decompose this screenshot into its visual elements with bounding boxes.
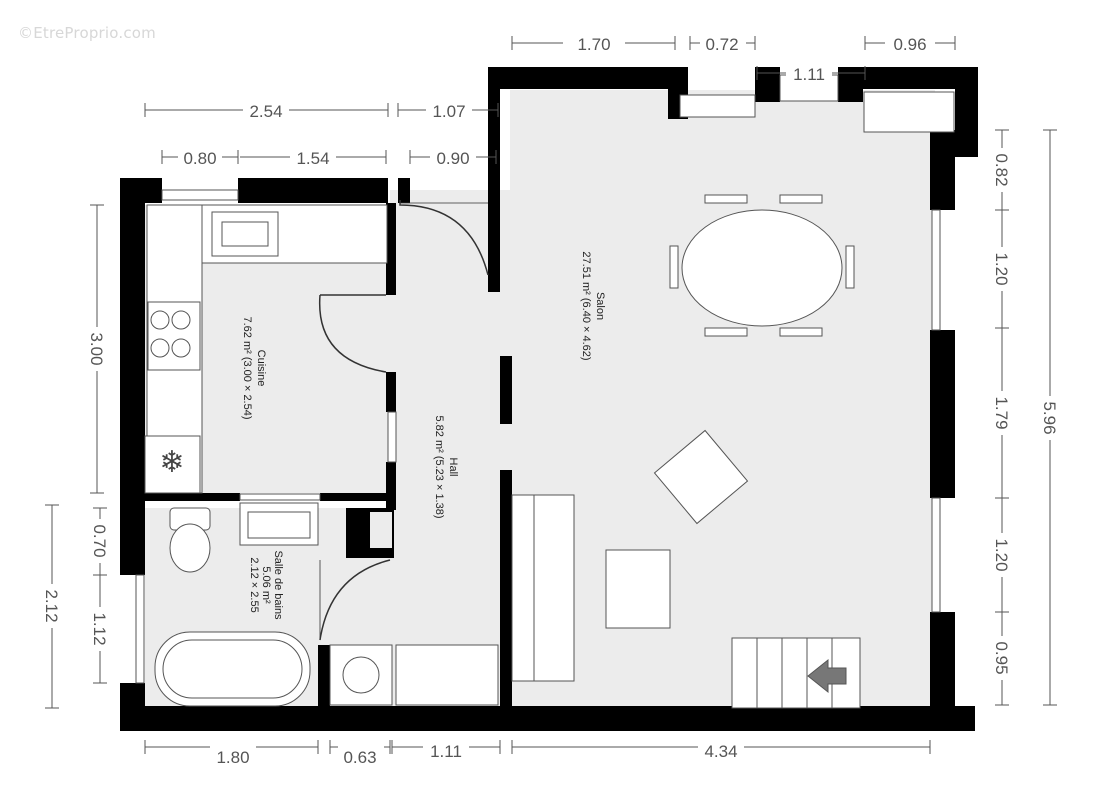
- dim-bottom-063: 0.63: [343, 748, 376, 767]
- bathroom-fixtures: [154, 502, 499, 707]
- windows: [135, 74, 955, 684]
- room-salon-name: Salon: [594, 292, 606, 320]
- watermark: ©EtreProprio.com: [18, 24, 156, 42]
- dim-right-082: 0.82: [992, 153, 1011, 186]
- dim-bottom-111: 1.11: [430, 742, 462, 761]
- room-cuisine-name: Cuisine: [255, 350, 267, 387]
- dim-top-170: 1.70: [577, 35, 610, 54]
- dim-left-212: 2.12: [42, 589, 61, 622]
- room-salon-info: 27.51 m² (6.40 × 4.62): [580, 251, 592, 360]
- dim-top-107: 1.07: [432, 102, 465, 121]
- room-cuisine-info: 7.62 m² (3.00 × 2.54): [241, 316, 253, 419]
- dim-bottom-434: 4.34: [704, 742, 737, 761]
- dim-left-070: 0.70: [90, 524, 109, 557]
- svg-text:❄: ❄: [159, 446, 184, 479]
- doors: [318, 200, 489, 641]
- walls: [120, 67, 978, 731]
- room-sdb-area: 5.06 m²: [260, 566, 272, 604]
- room-sdb-dims: 2.12 × 2.55: [248, 557, 260, 612]
- dim-top-154: 1.54: [296, 149, 329, 168]
- room-sdb-name: Salle de bains: [272, 550, 284, 620]
- dim-top-096: 0.96: [893, 35, 926, 54]
- dim-right-120a: 1.20: [992, 252, 1011, 285]
- dim-right-120b: 1.20: [992, 538, 1011, 571]
- dim-top-080: 0.80: [183, 149, 216, 168]
- dim-bottom-180: 1.80: [216, 748, 249, 767]
- dim-left-112: 1.12: [90, 612, 109, 645]
- dim-right-596: 5.96: [1040, 401, 1059, 434]
- dim-top-111: 1.11: [793, 65, 825, 84]
- dim-right-179: 1.79: [992, 396, 1011, 429]
- dim-top-090: 0.90: [436, 149, 469, 168]
- dim-top-072: 0.72: [705, 35, 738, 54]
- living-furniture: [511, 194, 861, 709]
- dim-right-095: 0.95: [992, 641, 1011, 674]
- kitchen-fixtures: ❄: [144, 204, 388, 494]
- room-hall-info: 5.82 m² (5.23 × 1.38): [433, 415, 445, 518]
- dim-top-254: 2.54: [249, 102, 282, 121]
- room-hall-name: Hall: [447, 458, 459, 477]
- dim-left-300: 3.00: [87, 332, 106, 365]
